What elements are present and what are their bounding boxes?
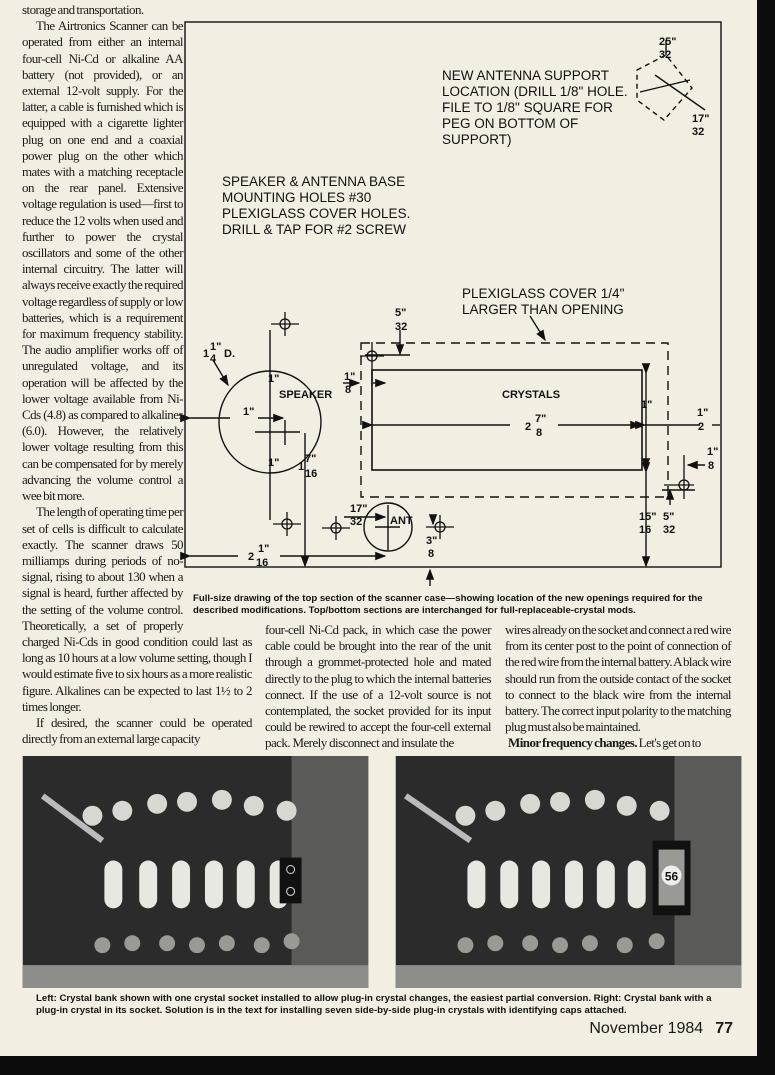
svg-text:1": 1" (210, 341, 221, 353)
photo-caption: Left: Crystal bank shown with one crysta… (36, 993, 712, 1016)
paragraph: The Airtronics Scanner can be operated f… (22, 18, 184, 504)
photo-left-crystal-bank (22, 756, 369, 988)
svg-text:7": 7" (305, 453, 316, 465)
svg-text:16: 16 (305, 468, 317, 480)
svg-text:2: 2 (698, 421, 704, 433)
svg-text:7": 7" (535, 413, 546, 425)
plexiglass-cover-outline (360, 342, 669, 498)
svg-text:2: 2 (525, 421, 531, 433)
mounting-hole-icon (322, 516, 350, 540)
mounting-hole-icon (271, 312, 299, 336)
svg-text:1: 1 (203, 348, 209, 360)
svg-text:FILE TO 1/8" SQUARE FOR: FILE TO 1/8" SQUARE FOR (442, 100, 613, 115)
mounting-holes (271, 312, 694, 540)
mounting-hole-icon (426, 515, 454, 539)
svg-text:1": 1" (268, 373, 279, 385)
svg-text:8: 8 (345, 384, 351, 396)
svg-text:15": 15" (639, 511, 656, 523)
svg-text:1: 1 (298, 461, 304, 473)
right-column-text: wires already on the socket and connect … (505, 622, 732, 752)
svg-text:5": 5" (663, 511, 674, 523)
svg-text:5": 5" (395, 307, 406, 319)
svg-text:NEW ANTENNA SUPPORT: NEW ANTENNA SUPPORT (442, 68, 609, 83)
svg-text:17": 17" (692, 113, 709, 125)
svg-text:1": 1" (707, 446, 718, 458)
svg-text:MOUNTING HOLES #30: MOUNTING HOLES #30 (222, 190, 371, 205)
svg-text:17": 17" (350, 503, 367, 515)
page-number: 77 (715, 1020, 733, 1037)
crystals-label: CRYSTALS (502, 389, 560, 401)
page-footer: November 1984 77 (589, 1020, 733, 1038)
svg-text:1": 1" (641, 399, 652, 411)
svg-text:4: 4 (210, 353, 217, 365)
svg-text:2: 2 (248, 551, 254, 563)
svg-text:8: 8 (428, 548, 434, 560)
svg-text:16: 16 (639, 524, 651, 536)
case-outline (184, 21, 722, 568)
svg-text:SUPPORT): SUPPORT) (442, 132, 512, 147)
svg-text:3": 3" (426, 535, 437, 547)
svg-text:32: 32 (692, 126, 704, 138)
middle-column-text: four-cell Ni-Cd pack, in which case the … (265, 622, 492, 751)
svg-text:1": 1" (258, 543, 269, 555)
page-edge-right (757, 0, 775, 1075)
plexiglass-cover-note: PLEXIGLASS COVER 1/4" LARGER THAN OPENIN… (462, 286, 625, 317)
svg-text:PLEXIGLASS COVER 1/4": PLEXIGLASS COVER 1/4" (462, 286, 625, 301)
paragraph: Let's get on to (637, 735, 702, 751)
svg-text:DRILL & TAP FOR #2 SCREW: DRILL & TAP FOR #2 SCREW (222, 222, 406, 237)
issue-date: November 1984 (589, 1020, 704, 1037)
svg-text:1": 1" (243, 406, 254, 418)
left-column-text: storage and transportation. The Airtroni… (22, 2, 253, 747)
svg-text:SPEAKER & ANTENNA BASE: SPEAKER & ANTENNA BASE (222, 174, 405, 189)
figure-caption: Full-size drawing of the top section of … (193, 593, 703, 616)
photo-right-crystal-bank: 56 (395, 756, 742, 988)
svg-text:LARGER THAN OPENING: LARGER THAN OPENING (462, 302, 624, 317)
antenna-support-outline (636, 54, 693, 121)
mounting-holes-note: SPEAKER & ANTENNA BASE MOUNTING HOLES #3… (222, 174, 410, 237)
ant-label: ANT (390, 515, 413, 527)
paragraph: If desired, the scanner could be operate… (22, 714, 253, 747)
paragraph: wires already on the socket and connect … (505, 622, 732, 735)
antenna-hole (363, 502, 413, 552)
paragraph: The length of operating time per set of … (22, 504, 253, 714)
subheading: Minor frequency changes. (508, 735, 638, 751)
svg-text:D.: D. (224, 348, 235, 360)
paragraph: storage and transportation. (22, 2, 144, 17)
page-edge-bottom (0, 1056, 775, 1075)
svg-text:32: 32 (663, 524, 675, 536)
svg-text:PEG ON BOTTOM OF: PEG ON BOTTOM OF (442, 116, 578, 131)
svg-text:32: 32 (350, 516, 362, 528)
svg-text:1": 1" (268, 457, 279, 469)
svg-text:25": 25" (659, 36, 676, 48)
svg-text:16: 16 (256, 557, 268, 569)
crystals-opening (371, 369, 643, 471)
svg-text:LOCATION (DRILL 1/8" HOLE.: LOCATION (DRILL 1/8" HOLE. (442, 84, 628, 99)
mounting-hole-icon (664, 455, 694, 499)
svg-text:32: 32 (659, 49, 671, 61)
speaker-label: SPEAKER (279, 389, 332, 401)
svg-text:1": 1" (697, 407, 708, 419)
svg-text:32: 32 (395, 321, 407, 333)
mounting-hole-icon (273, 512, 301, 536)
svg-text:8: 8 (536, 427, 542, 439)
svg-text:PLEXIGLASS COVER HOLES.: PLEXIGLASS COVER HOLES. (222, 206, 410, 221)
antenna-support-note: NEW ANTENNA SUPPORT LOCATION (DRILL 1/8"… (442, 68, 628, 147)
mounting-hole-icon (360, 342, 384, 386)
svg-text:8: 8 (708, 460, 714, 472)
crystal-cap-label: 56 (665, 869, 679, 883)
svg-text:1": 1" (344, 371, 355, 383)
